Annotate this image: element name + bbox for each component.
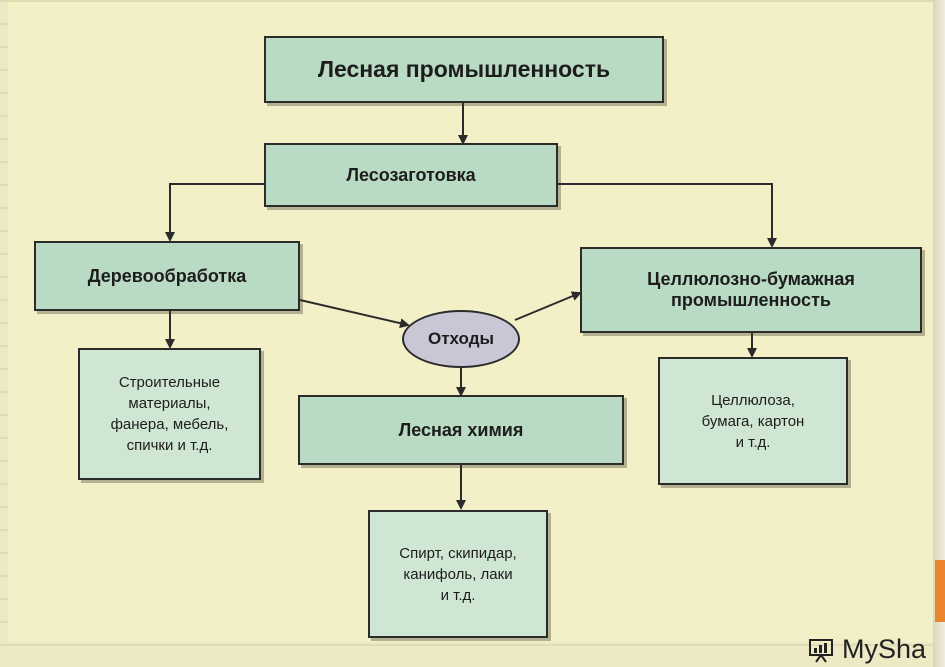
waste-label: Отходы (427, 329, 495, 348)
page-edge (933, 0, 945, 667)
forest-chemistry-box: Лесная химия (298, 395, 624, 465)
arrow-logging-to-woodworking (165, 183, 264, 242)
woodworking-label: Деревообработка (87, 265, 247, 286)
arrow-woodworking-to-waste (299, 299, 410, 329)
chemical-products-box: Спирт, скипидар, канифоль, лаки и т.д. (368, 510, 548, 638)
page-tab (935, 560, 945, 622)
title-label: Лесная промышленность (317, 56, 611, 82)
chemical-products-label: Спирт, скипидар, канифоль, лаки и т.д. (399, 544, 517, 604)
arrow-waste-to-pulp (514, 291, 582, 321)
logging-label: Лесозаготовка (346, 164, 476, 185)
presentation-icon (809, 638, 833, 663)
wood-products-label: Строительные материалы, фанера, мебель, … (110, 374, 229, 454)
pulp-paper-box: Целлюлозно-бумажная промышленность (580, 247, 922, 333)
forest-chemistry-label: Лесная химия (398, 419, 524, 440)
watermark-logo: MySha (808, 632, 945, 667)
title-box: Лесная промышленность (264, 36, 664, 103)
watermark-text: MySha (842, 634, 927, 664)
pulp-paper-label: Целлюлозно-бумажная промышленность (647, 269, 855, 310)
paper-products-box: Целлюлоза, бумага, картон и т.д. (658, 357, 848, 485)
woodworking-box: Деревообработка (34, 241, 300, 311)
waste-oval: Отходы (402, 310, 520, 368)
wood-products-box: Строительные материалы, фанера, мебель, … (78, 348, 261, 480)
arrow-logging-to-pulp (558, 183, 777, 248)
logging-box: Лесозаготовка (264, 143, 558, 207)
paper-products-label: Целлюлоза, бумага, картон и т.д. (701, 391, 805, 451)
